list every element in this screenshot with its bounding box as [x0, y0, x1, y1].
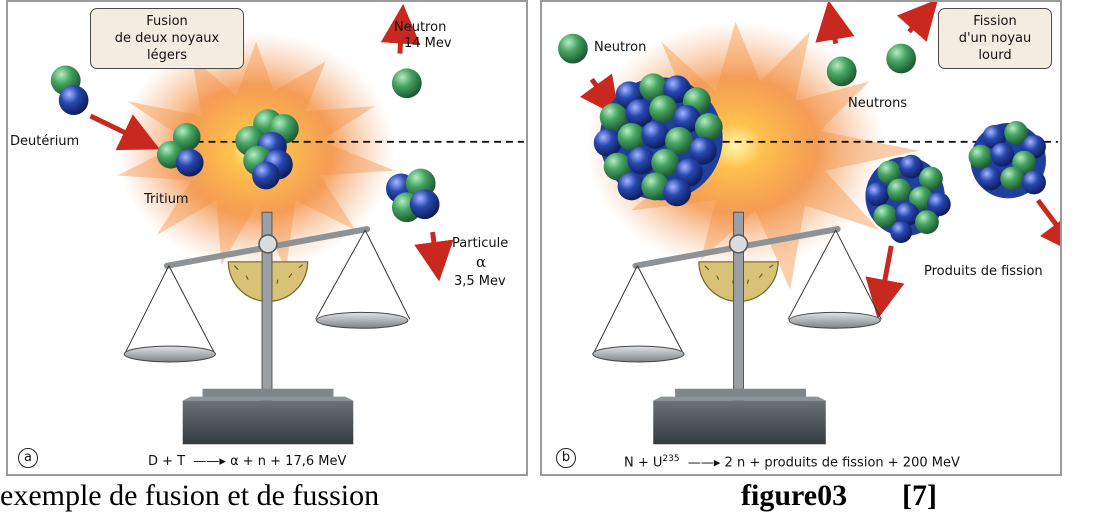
panel-a-badge: a	[18, 448, 38, 468]
fission-title-box: Fission d'un noyau lourd	[938, 8, 1052, 69]
deuterium-label: Deutérium	[10, 134, 80, 149]
fusion-equation: D + T ——▸ α + n + 17,6 MeV	[148, 454, 346, 469]
alpha-energy-label: 3,5 Mev	[454, 274, 506, 289]
figure-reference: [7]	[902, 479, 937, 512]
fusion-equation-right: α + n + 17,6 MeV	[230, 454, 347, 469]
product-arrow-2	[1036, 198, 1060, 256]
fission-title-line-1: Fission	[973, 14, 1017, 29]
neutron-arrow-1	[815, 2, 855, 45]
fission-title-line-3: lourd	[978, 48, 1012, 63]
reaction-arrow-icon: ——▸	[189, 454, 226, 469]
neutron-label: Neutron	[394, 20, 447, 35]
fission-equation: N + U235 ——▸ 2 n + produits de fission +…	[624, 454, 960, 470]
balance-scale	[123, 211, 411, 445]
fission-illustration	[558, 2, 1060, 445]
neutron-arrow-2	[896, 2, 939, 42]
balance-scale	[592, 211, 882, 445]
alpha-arrow	[414, 231, 454, 282]
neutron-arrow	[380, 4, 421, 54]
fission-equation-superscript: 235	[662, 454, 680, 464]
figure-label: figure03	[741, 479, 848, 512]
fusion-title-line-2: de deux noyaux	[114, 31, 220, 46]
heavy-nucleus	[593, 73, 723, 207]
fusion-title-line-3: légers	[147, 48, 187, 63]
tritium-nucleus	[156, 122, 204, 177]
neutron-particle	[391, 68, 422, 99]
fusion-title-box: Fusion de deux noyaux légers	[90, 8, 244, 69]
neutron-label: Neutron	[594, 40, 647, 55]
fission-panel: Fission d'un noyau lourd Neutron Neutron…	[540, 0, 1062, 476]
emitted-neutron-1	[826, 56, 857, 87]
fission-title-line-2: d'un noyau	[958, 31, 1032, 46]
fused-nucleus	[235, 109, 299, 190]
incoming-neutron-arrow	[579, 73, 620, 118]
fission-products-label: Produits de fission	[924, 264, 1043, 279]
deuterium-arrow	[89, 113, 160, 151]
panel-b-badge: b	[556, 448, 576, 468]
alpha-label: Particule	[452, 236, 509, 251]
neutrons-label: Neutrons	[848, 96, 908, 111]
fission-product-1	[865, 154, 951, 243]
fission-equation-right: 2 n + produits de fission + 200 MeV	[724, 455, 960, 471]
fusion-title-line-1: Fusion	[146, 14, 188, 29]
figure-caption: exemple de fusion et de fussion	[0, 479, 380, 512]
alpha-symbol: α	[476, 253, 487, 271]
fusion-equation-left: D + T	[148, 454, 186, 469]
reaction-arrow-icon: ——▸	[683, 455, 721, 471]
tritium-label: Tritium	[144, 192, 189, 207]
emitted-neutron-2	[886, 43, 917, 74]
deuterium-nucleus	[50, 65, 89, 116]
neutron-energy-label: 14 Mev	[404, 36, 452, 51]
product-arrow-1	[865, 245, 905, 319]
fusion-illustration	[50, 4, 524, 445]
fission-product-2	[968, 120, 1046, 199]
fusion-panel: Fusion de deux noyaux légers Neutron 14 …	[6, 0, 528, 476]
alpha-particle	[385, 168, 440, 223]
fission-equation-left: N + U	[624, 455, 663, 471]
incoming-neutron	[558, 33, 588, 64]
